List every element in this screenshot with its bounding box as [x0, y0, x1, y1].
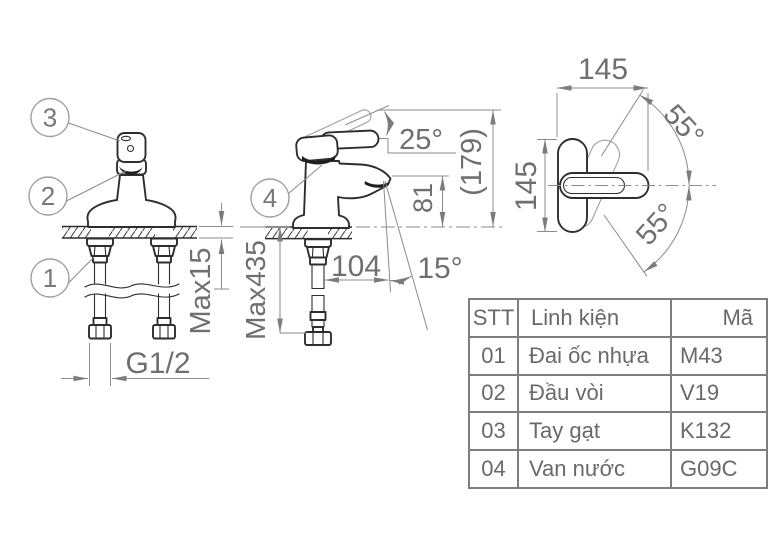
- dim-width: 145: [556, 53, 649, 171]
- dim-overall-height: (179): [356, 109, 502, 228]
- dim-spout-reach: 104: [324, 250, 389, 283]
- dim-145-top-label: 145: [578, 53, 628, 86]
- supply-hose-left: [86, 237, 114, 340]
- dim-g12-label: G1/2: [125, 347, 190, 380]
- faucet-body-side: [292, 160, 392, 229]
- header-part: Linh kiện: [517, 298, 672, 338]
- svg-text:145: 145: [510, 161, 543, 211]
- dim-deck-thickness: Max15: [185, 203, 233, 335]
- row-part: Đai ốc nhựa: [517, 335, 672, 376]
- dim-55-upper-label: 55°: [657, 99, 710, 153]
- table-row: 03 Tay gạt K132: [468, 411, 768, 452]
- svg-text:(179): (179): [456, 128, 488, 196]
- row-stt: 01: [468, 335, 519, 376]
- dim-spout-height: 81: [392, 175, 449, 227]
- row-part: Tay gạt: [517, 411, 672, 452]
- dim-stream-angle: 15°: [383, 180, 463, 331]
- dim-145-left-label: 145: [510, 161, 543, 211]
- handle-cap-side: [295, 134, 339, 163]
- svg-text:55°: 55°: [630, 198, 683, 252]
- parts-table: STT Linh kiện Mã 01 Đai ốc nhựa M43 02 Đ…: [468, 298, 768, 489]
- dim-15-label: 15°: [417, 252, 462, 285]
- callout-1-number: 1: [43, 263, 57, 293]
- callout-3-number: 3: [43, 103, 57, 133]
- row-code: V19: [670, 373, 768, 414]
- dim-81-label: 81: [408, 183, 438, 213]
- table-row: 04 Van nước G09C: [468, 449, 768, 489]
- dim-max435-label: Max435: [240, 240, 271, 340]
- dim-handle-angle: 25°: [379, 111, 456, 156]
- svg-text:55°: 55°: [657, 99, 710, 153]
- row-code: G09C: [670, 449, 768, 489]
- callout-4-number: 4: [263, 183, 277, 213]
- front-view: Max15 G1/2 3 2 1: [28, 97, 233, 386]
- callout-2-number: 2: [41, 181, 55, 211]
- row-stt: 03: [468, 411, 519, 452]
- row-part: Đầu vòi: [517, 373, 672, 414]
- svg-text:Max15: Max15: [185, 247, 217, 334]
- row-code: M43: [670, 335, 768, 376]
- callout-3: 3: [30, 97, 121, 142]
- dim-max15-label: Max15: [185, 247, 217, 334]
- dim-hose-length: Max435: [240, 226, 307, 340]
- row-part: Van nước: [517, 449, 672, 489]
- dim-thread: G1/2: [61, 343, 209, 386]
- table-row: 01 Đai ốc nhựa M43: [468, 335, 768, 376]
- row-code: K132: [670, 411, 768, 452]
- dim-25-label: 25°: [399, 124, 443, 156]
- parts-table-header: STT Linh kiện Mã: [468, 298, 768, 338]
- svg-text:81: 81: [408, 183, 438, 213]
- dim-depth: 145: [510, 139, 557, 232]
- side-view: 25° (179) 81 104 15°: [240, 105, 502, 346]
- row-stt: 02: [468, 373, 519, 414]
- header-stt: STT: [468, 298, 519, 338]
- countertop-hatch: [62, 227, 197, 238]
- callout-1: 1: [30, 256, 95, 298]
- faucet-body-front: [86, 174, 177, 228]
- hose-break-lines: [84, 283, 180, 289]
- table-row: 02 Đầu vòi V19: [468, 373, 768, 414]
- row-stt: 04: [468, 449, 519, 489]
- supply-hose-side: [304, 238, 332, 346]
- supply-hose-right: [150, 237, 178, 340]
- dim-179-label: (179): [456, 128, 488, 196]
- callout-2: 2: [28, 170, 127, 216]
- callout-4: 4: [250, 164, 323, 218]
- svg-text:Max435: Max435: [240, 240, 271, 340]
- top-view: 145 145 55°: [510, 53, 716, 277]
- dim-104-label: 104: [331, 250, 381, 283]
- dim-55-lower-label: 55°: [630, 198, 683, 252]
- header-code: Mã: [670, 298, 768, 338]
